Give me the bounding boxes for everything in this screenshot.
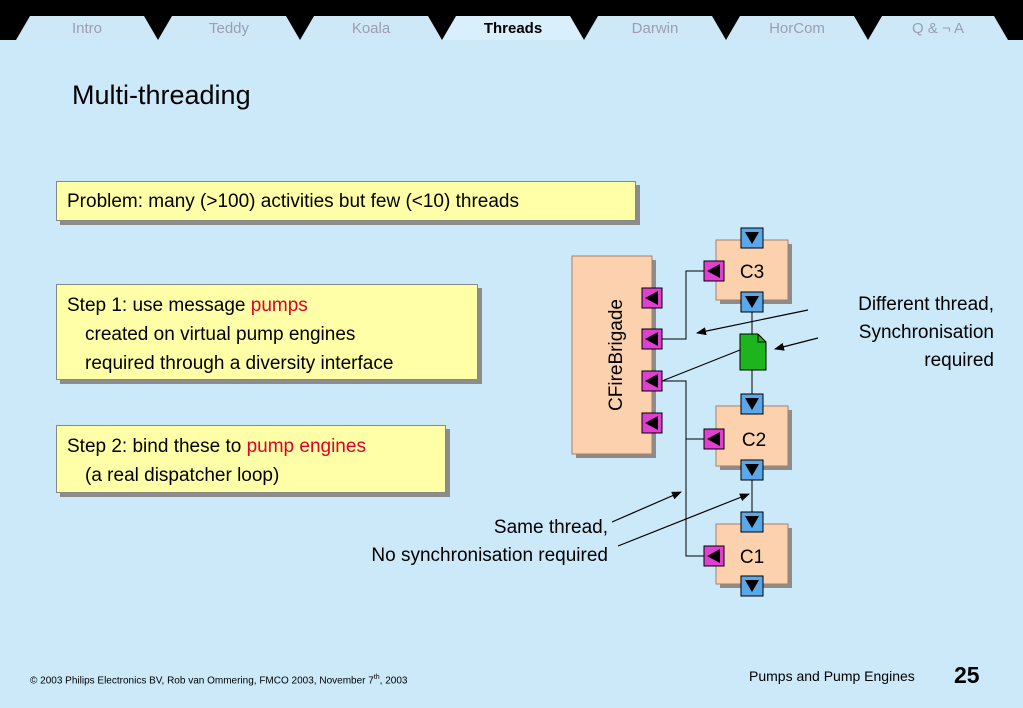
tab-bar: Intro Teddy Koala Threads Darwin HorCom … [0, 0, 1023, 40]
page-title: Multi-threading [72, 80, 251, 110]
brigade-label: CFireBrigade [606, 299, 627, 411]
step1-box: Step 1: use message pumps created on vir… [56, 284, 478, 380]
data-document-icon [739, 333, 767, 371]
problem-text: Problem: many (>100) activities but few … [67, 191, 519, 212]
tab-horcom[interactable]: HorCom [726, 16, 868, 40]
step1-highlight: pumps [250, 295, 308, 316]
step1-prefix: Step 1: use message [67, 295, 251, 316]
connection-lines [661, 270, 753, 557]
step2-box: Step 2: bind these to pump engines (a re… [56, 425, 446, 493]
footer-copyright: © 2003 Philips Electronics BV, Rob van O… [30, 674, 408, 687]
c1-label: C1 [740, 547, 764, 568]
tab-intro[interactable]: Intro [16, 16, 158, 40]
problem-box: Problem: many (>100) activities but few … [56, 181, 636, 221]
step2-highlight: pump engines [246, 436, 366, 457]
step2-prefix: Step 2: bind these to [67, 436, 247, 457]
c3-label: C3 [740, 262, 764, 283]
tab-teddy[interactable]: Teddy [158, 16, 300, 40]
tab-threads[interactable]: Threads [442, 16, 584, 40]
tab-darwin[interactable]: Darwin [584, 16, 726, 40]
tab-q-and-a[interactable]: Q & ¬ A [868, 16, 1008, 40]
step1-line2: created on virtual pump engines [85, 324, 356, 345]
note-same-thread: Same thread, No synchronisation required [371, 517, 608, 566]
note-different-thread: Different thread, Synchronisation requir… [858, 294, 994, 371]
step1-line3: required through a diversity interface [85, 353, 394, 374]
annotation-arrows [611, 309, 819, 547]
c2-label: C2 [742, 430, 766, 451]
step2-line2: (a real dispatcher loop) [85, 465, 280, 486]
brigade-ports [641, 287, 663, 434]
page-number: 25 [954, 662, 980, 688]
brigade-component [571, 255, 653, 455]
footer-deck-title: Pumps and Pump Engines [749, 668, 915, 684]
tab-koala[interactable]: Koala [300, 16, 442, 40]
